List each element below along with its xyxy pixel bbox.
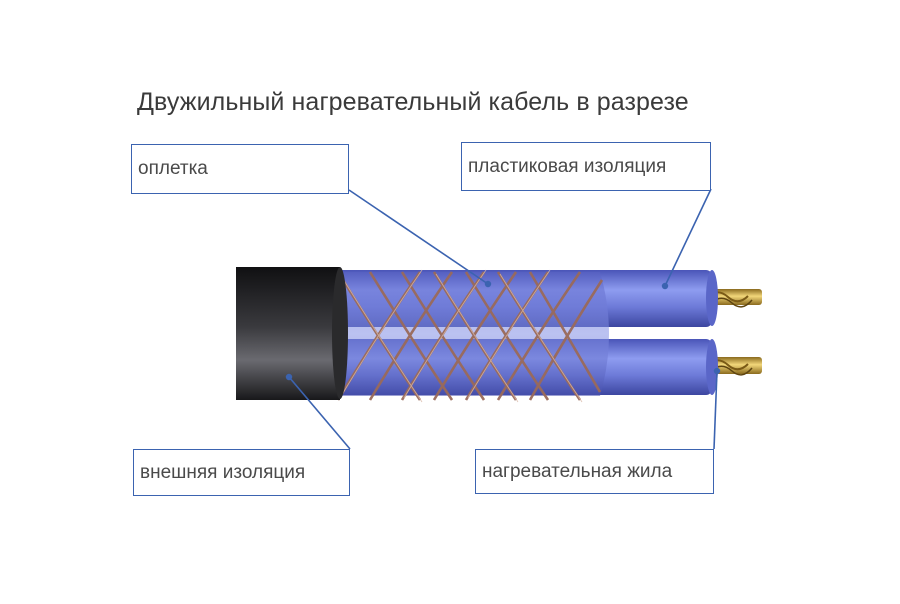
label-outer-insulation-text: внешняя изоляция	[140, 461, 306, 483]
leader-outer	[288, 376, 351, 450]
label-braid: оплетка	[131, 144, 349, 194]
leader-core	[713, 370, 718, 450]
label-plastic-insulation: пластиковая изоляция	[461, 142, 711, 191]
diagram-title: Двужильный нагревательный кабель в разре…	[137, 88, 689, 116]
leader-braid	[348, 189, 489, 285]
leader-dots	[285, 280, 721, 381]
label-outer-insulation: внешняя изоляция	[133, 449, 350, 496]
label-heating-core: нагревательная жила	[475, 449, 714, 494]
label-heating-core-text: нагревательная жила	[482, 460, 673, 482]
leader-lines	[288, 188, 718, 450]
label-plastic-insulation-text: пластиковая изоляция	[468, 155, 667, 177]
label-braid-text: оплетка	[138, 158, 208, 179]
leader-plastic	[664, 188, 712, 287]
braid-bundle	[330, 269, 609, 403]
